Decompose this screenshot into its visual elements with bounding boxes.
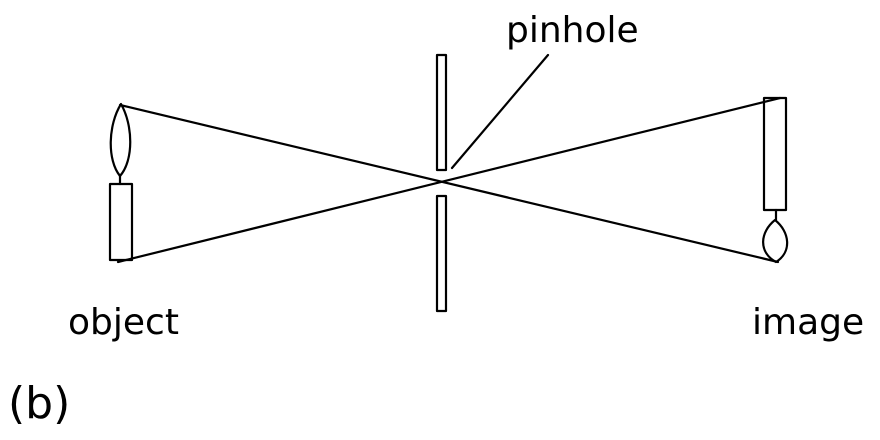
light-rays bbox=[118, 98, 780, 262]
pinhole-label: pinhole bbox=[506, 10, 639, 51]
ray-bottom-object-to-top-image bbox=[118, 98, 780, 262]
object-candle bbox=[110, 104, 132, 260]
object-flame bbox=[111, 104, 131, 176]
ray-top-object-to-bottom-image bbox=[120, 105, 778, 262]
figure-caption: (b) bbox=[8, 378, 70, 429]
image-label: image bbox=[752, 302, 864, 343]
pinhole-leader-line bbox=[452, 55, 548, 168]
object-label: object bbox=[68, 302, 179, 343]
image-flame bbox=[763, 220, 787, 262]
image-candle bbox=[763, 98, 787, 262]
screen-upper-part bbox=[437, 55, 446, 170]
image-candle-body bbox=[764, 98, 786, 210]
screen-lower-part bbox=[437, 196, 446, 311]
object-candle-body bbox=[110, 184, 132, 260]
